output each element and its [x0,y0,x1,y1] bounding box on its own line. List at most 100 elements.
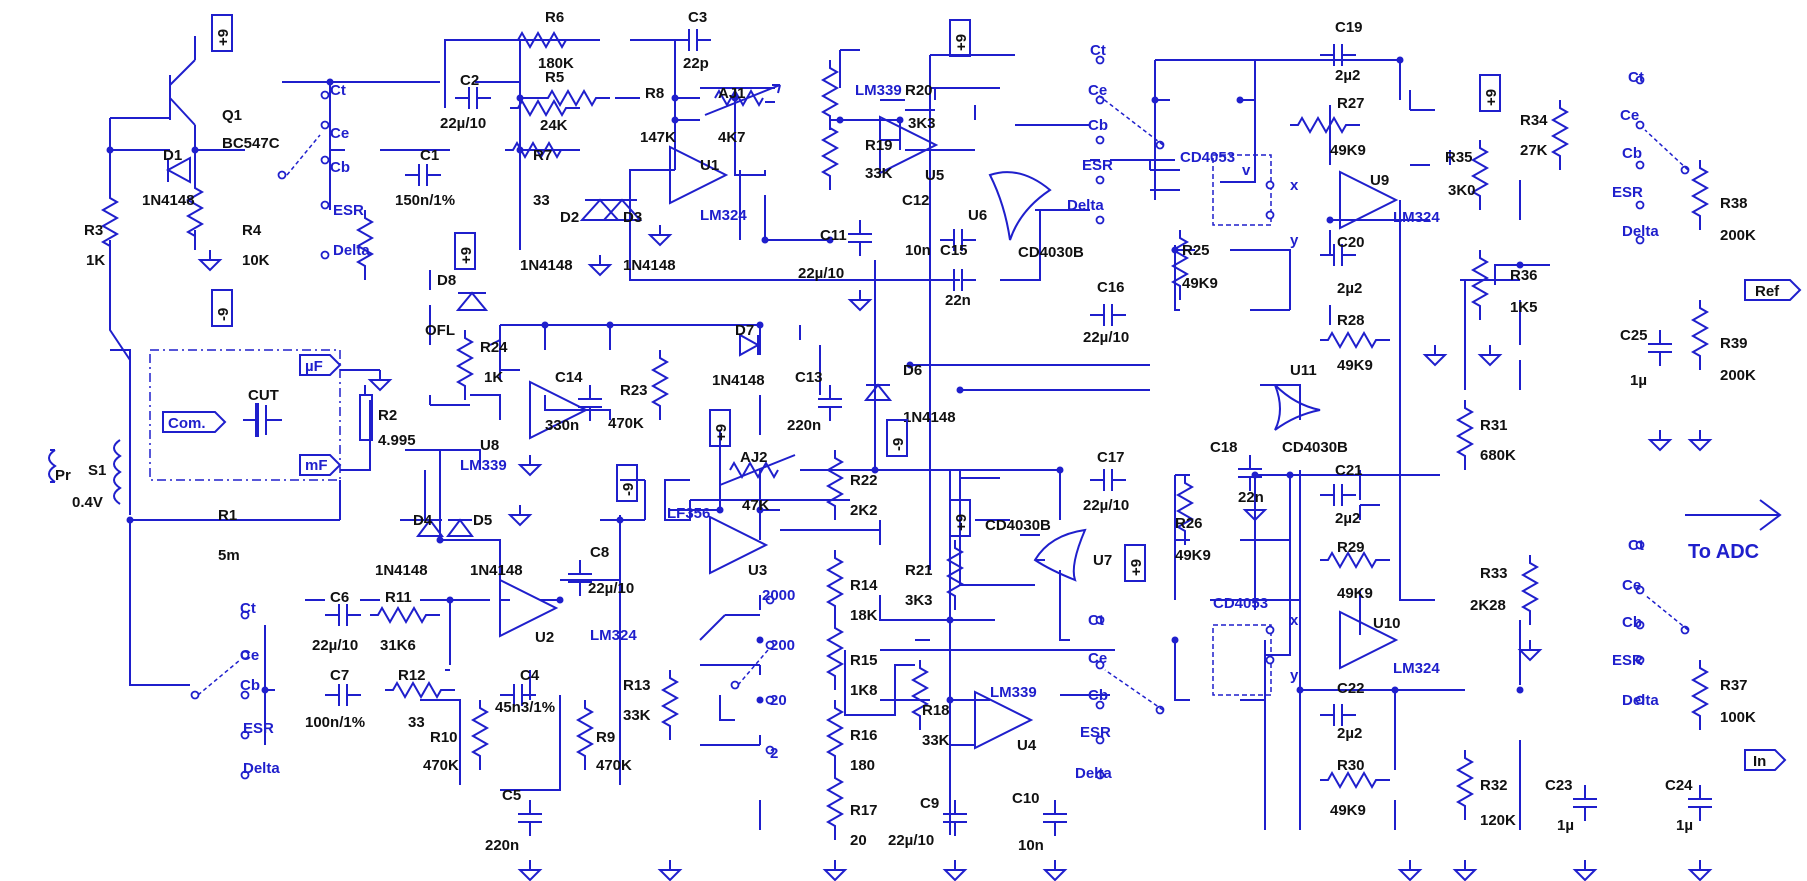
d6-ref: D6 [903,362,922,379]
switch-bank-labels: Ct Ce Cb ESR Delta Ct Ce Cb ESR Delta Ct… [240,42,1659,782]
d7-ref: D7 [735,322,754,339]
c11-value: 22µ/10 [798,265,844,282]
mux2-pin-y: y [1290,667,1299,684]
d1-value: 1N4148 [142,192,195,209]
s1-ref: S1 [88,462,106,479]
mux1-label: CD4053 [1180,149,1235,166]
svg-text:+9: +9 [1483,89,1500,106]
r3-ref: R3 [84,222,103,239]
c8-value: 22µ/10 [588,580,634,597]
svg-text:Ct: Ct [1088,612,1104,629]
c12-value: 10n [905,242,931,259]
u5-ref: U5 [925,167,944,184]
r38-value: 200K [1720,227,1756,244]
svg-text:ESR: ESR [1082,157,1113,174]
q1-ref: Q1 [222,107,242,124]
u11-ref: U11 [1290,362,1317,379]
r11-value: 31K6 [380,637,416,654]
svg-text:Ce: Ce [240,647,259,664]
r4-ref: R4 [242,222,262,239]
d3-value: 1N4148 [623,257,676,274]
misc-labels: AJ1 4K7 AJ2 47K Q1 BC547C S1 0.4V Pr CUT… [55,85,1299,684]
transformer-symbol [48,349,131,515]
r38-ref: R38 [1720,195,1748,212]
range-labels: 2000 200 20 2 [762,587,795,762]
c16-value: 22µ/10 [1083,329,1129,346]
svg-text:+9: +9 [713,424,730,441]
c12-ref: C12 [902,192,930,209]
r2-ref: R2 [378,407,397,424]
c20-ref: C20 [1337,234,1365,251]
c3-ref: C3 [688,9,707,26]
svg-text:Ct: Ct [1628,69,1644,86]
u10-ref: U10 [1373,615,1401,632]
r36-value: 1K5 [1510,299,1538,316]
r7-value: 33 [533,192,550,209]
svg-text:Delta: Delta [333,242,370,259]
c13-value: 220n [787,417,821,434]
c3-value: 22p [683,55,709,72]
r17-ref: R17 [850,802,878,819]
svg-text:Ct: Ct [240,600,256,617]
c10-ref: C10 [1012,790,1040,807]
r33-value: 2K28 [1470,597,1506,614]
svg-text:ESR: ESR [1612,184,1643,201]
r21-value: 3K3 [905,592,933,609]
c5-value: 220n [485,837,519,854]
svg-text:Delta: Delta [1622,692,1659,709]
r7-ref: R7 [533,147,552,164]
u9-value: LM324 [1393,209,1440,226]
d6-value: 1N4148 [903,409,956,426]
svg-text:Cb: Cb [1088,117,1108,134]
supply-pos-6: +9 [1124,544,1146,582]
svg-text:2000: 2000 [762,587,795,604]
aj2-ref: AJ2 [740,449,768,466]
c7-value: 100n/1% [305,714,365,731]
svg-text:2: 2 [770,745,778,762]
capacitor-labels: C1 150n/1% C2 22µ/10 C3 22p C4 45n3/1% C… [305,9,1693,854]
c6-value: 22µ/10 [312,637,358,654]
svg-text:Ce: Ce [1622,577,1641,594]
c20-value: 2µ2 [1337,280,1362,297]
d4-value: 1N4148 [375,562,428,579]
r18-value: 33K [922,732,950,749]
r28-value: 49K9 [1337,357,1373,374]
svg-text:Cb: Cb [1088,687,1108,704]
supply-pos-3: +9 [454,232,476,270]
r23-value: 470K [608,415,644,432]
svg-text:Delta: Delta [1622,223,1659,240]
u8-ref: U8 [480,437,499,454]
u8-value: LM339 [460,457,507,474]
r2-value: 4.995 [378,432,416,449]
c24-ref: C24 [1665,777,1693,794]
svg-text:Delta: Delta [243,760,280,777]
c21-ref: C21 [1335,462,1363,479]
r16-value: 180 [850,757,875,774]
to-adc-label: To ADC [1688,541,1759,563]
u11-value: CD4030B [1282,439,1348,456]
svg-text:Ce: Ce [1620,107,1639,124]
d8-value: OFL [425,322,455,339]
c1-ref: C1 [420,147,439,164]
d8-label: D8 [437,272,456,289]
svg-text:Delta: Delta [1067,197,1104,214]
resistor-labels: R1 5m R2 4.995 R3 1K R4 10K R5 24K R6 18… [84,9,1756,849]
r5-value: 24K [540,117,568,134]
r19-value: 33K [865,165,893,182]
primary-label: Pr [55,467,71,484]
r4-value: 10K [242,252,270,269]
c6-ref: C6 [330,589,349,606]
mux2-pin-x: x [1290,612,1299,629]
d4-ref: D4 [413,512,433,529]
r20-value: 3K3 [908,115,936,132]
c18-ref: C18 [1210,439,1238,456]
svg-text:ESR: ESR [1612,652,1643,669]
c2-value: 22µ/10 [440,115,486,132]
c22-ref: C22 [1337,680,1365,697]
u6-ref: U6 [968,207,987,224]
cut-capacitor [243,369,380,471]
r34-value: 27K [1520,142,1548,159]
u9-ref: U9 [1370,172,1389,189]
r3-value: 1K [86,252,105,269]
c4-value: 45n3/1% [495,699,555,716]
